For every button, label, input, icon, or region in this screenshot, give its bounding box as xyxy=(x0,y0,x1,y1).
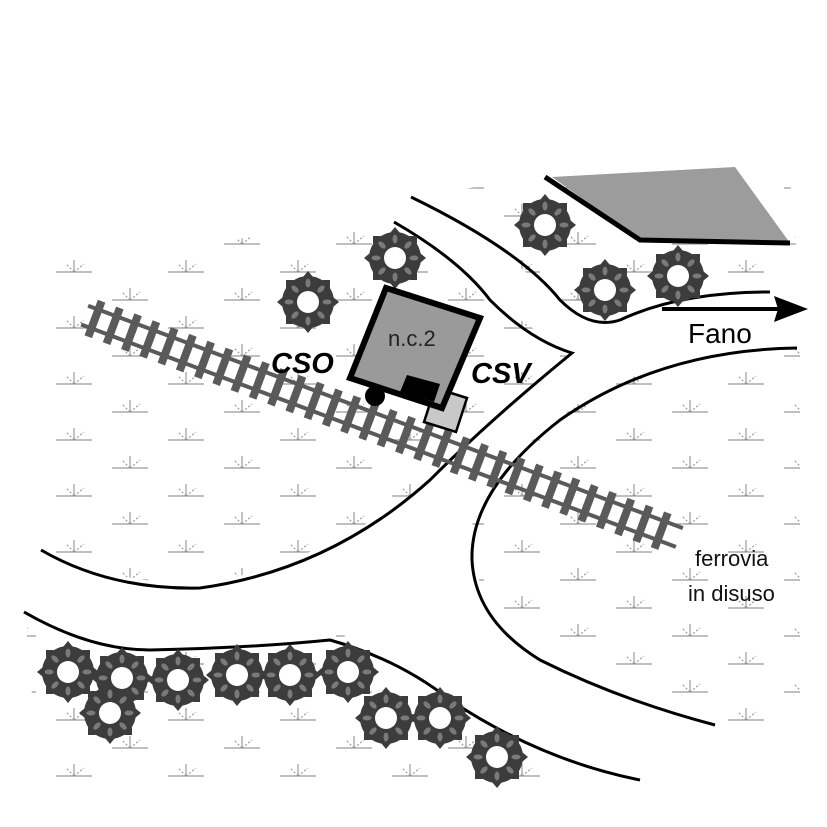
railway-label-line1: ferrovia xyxy=(695,546,769,571)
railway xyxy=(80,299,684,550)
farm-building xyxy=(552,167,790,243)
tree xyxy=(147,649,209,711)
tree xyxy=(259,644,321,706)
tree xyxy=(364,227,426,289)
tree xyxy=(647,245,709,307)
building-block xyxy=(400,375,440,402)
building-label: n.c.2 xyxy=(388,326,436,351)
tree xyxy=(574,259,636,321)
tree xyxy=(514,194,576,256)
tree xyxy=(277,271,339,333)
well-icon xyxy=(365,386,385,406)
building-nc2 xyxy=(346,284,485,434)
railway-label-line2: in disuso xyxy=(688,581,775,606)
tree xyxy=(79,682,141,744)
building-body xyxy=(346,284,485,412)
road-edge-3 xyxy=(470,346,798,727)
direction-label: Fano xyxy=(688,318,752,349)
csv-label: CSV xyxy=(471,358,531,390)
cso-label: CSO xyxy=(271,348,334,380)
farm-building-edge xyxy=(543,174,791,246)
tree xyxy=(355,687,417,749)
direction-arrow xyxy=(662,296,808,322)
tree xyxy=(317,641,379,703)
tree xyxy=(206,644,268,706)
tree xyxy=(409,687,471,749)
field-southeast xyxy=(470,345,800,740)
tree xyxy=(466,726,528,788)
